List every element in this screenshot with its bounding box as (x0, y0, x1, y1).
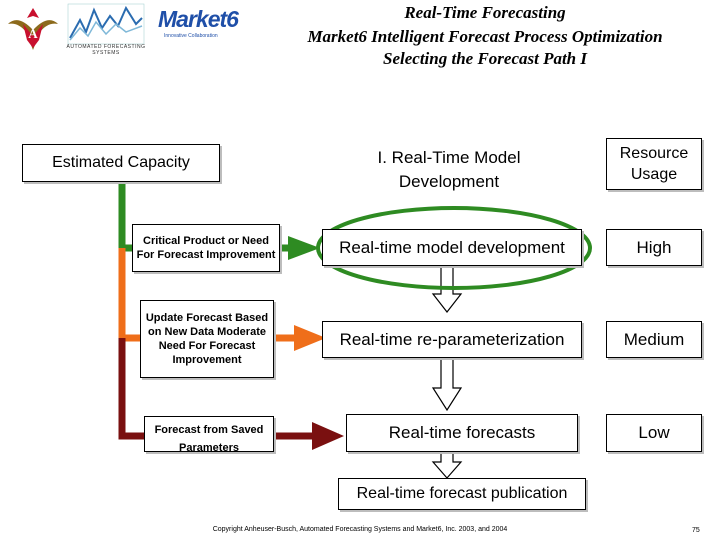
step-forecasts-label: Real-time forecasts (388, 423, 536, 442)
forecast-publication-label: Real-time forecast publication (356, 485, 568, 502)
slide-title: Real-Time Forecasting (404, 3, 566, 22)
model-development-heading: I. Real-Time Model Development (377, 148, 521, 191)
svg-text:A: A (28, 26, 38, 41)
market6-logo: Market6 Innovative Collaboration (158, 6, 250, 48)
step-model-development-label: Real-time model development (339, 237, 565, 257)
path-critical-product-label: Critical Product or Need For Forecast Im… (136, 235, 276, 261)
orange-arrowhead (294, 325, 326, 351)
resource-usage-heading-box: Resource Usage (606, 138, 702, 190)
resource-usage-heading: Resource Usage (619, 145, 689, 183)
usage-high-label: High (636, 237, 672, 257)
usage-low-box: Low (606, 414, 702, 452)
step-reparameterization: Real-time re-parameterization (322, 321, 582, 358)
estimated-capacity-box: Estimated Capacity (22, 144, 220, 182)
slide-subtitle: Market6 Intelligent Forecast Process Opt… (307, 27, 663, 46)
darkred-arrowhead (312, 422, 344, 450)
anheuser-busch-logo: A (4, 4, 62, 54)
afs-logo-text: AUTOMATED FORECASTING SYSTEMS (66, 44, 146, 56)
usage-low-label: Low (638, 423, 670, 442)
market6-logo-tagline: Innovative Collaboration (164, 33, 218, 39)
afs-logo: AUTOMATED FORECASTING SYSTEMS (66, 2, 146, 58)
down-arrow-3 (431, 450, 463, 479)
forecast-publication-box: Real-time forecast publication (338, 478, 586, 510)
step-reparameterization-label: Real-time re-parameterization (339, 329, 565, 349)
slide-section-title: Selecting the Forecast Path I (383, 49, 587, 68)
path-critical-product-box: Critical Product or Need For Forecast Im… (132, 224, 280, 272)
copyright-text: Copyright Anheuser-Busch, Automated Fore… (212, 526, 508, 533)
green-arrowhead (288, 236, 320, 260)
usage-medium-box: Medium (606, 321, 702, 358)
selection-ellipse (316, 206, 592, 290)
usage-high-box: High (606, 229, 702, 266)
path-saved-parameters-box: Forecast from Saved Parameters (144, 416, 274, 454)
path-saved-parameters-label: Forecast from Saved Parameters (154, 424, 264, 454)
estimated-capacity-label: Estimated Capacity (52, 154, 190, 171)
usage-medium-label: Medium (623, 329, 685, 349)
page-number: 75 (692, 527, 700, 534)
step-model-development: Real-time model development (322, 229, 582, 266)
path-update-forecast-label: Update Forecast Based on New Data Modera… (145, 312, 269, 366)
down-arrow-2 (431, 356, 463, 412)
path-update-forecast-box: Update Forecast Based on New Data Modera… (140, 300, 274, 378)
market6-logo-wordmark: Market6 (158, 6, 239, 32)
step-forecasts: Real-time forecasts (346, 414, 578, 452)
